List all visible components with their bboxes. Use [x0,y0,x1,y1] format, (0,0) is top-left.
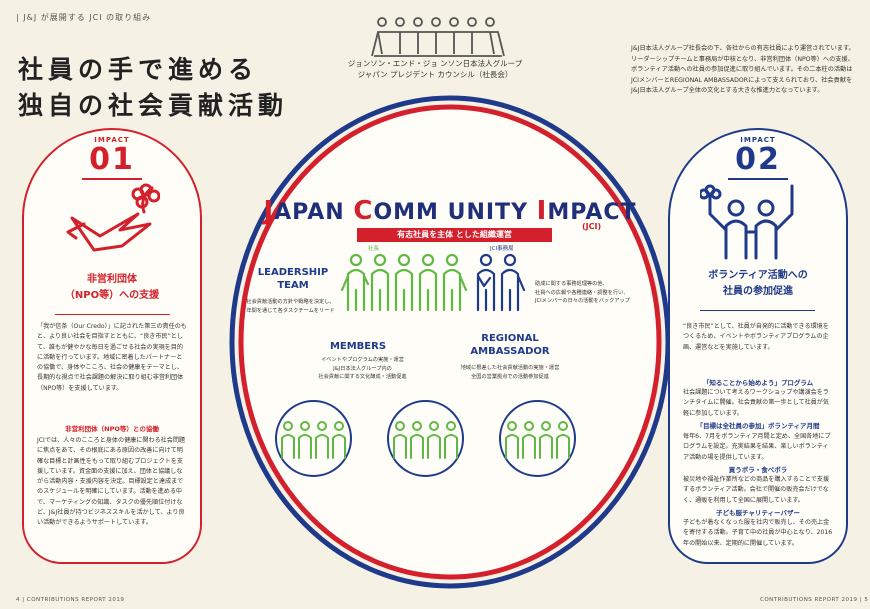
regional-title: REGIONAL AMBASSADOR [470,333,550,357]
impact1-subheading: 非営利団体（NPO等）との協働 [65,425,159,433]
regional-desc: 地域に根差した社会貢献活動の実施・運営 全国の営業拠点での活動参加促進 [460,365,560,380]
impact2-underline [728,178,788,180]
leadership-title: LEADERSHIP TEAM [257,267,329,291]
impact2-panel [668,128,848,564]
jci-circle [229,95,671,589]
group-people-icon-3 [505,421,570,459]
group-people-icon-1 [281,421,346,459]
president-label: 社長 [368,246,380,252]
impact1-number: 01 [89,142,135,177]
page-title-line1: 社員の手で進める [18,55,259,84]
impact2-s3-title: 買うボラ・食べボラ [728,466,788,474]
impact1-divider [55,314,170,315]
intro-text: J&J日本法人グループ社長会の下、各社からの有志社員により運営されています。リー… [631,45,855,94]
jci-title: JAPAN COMM UNITY IMPACT [263,196,637,226]
impact2-s3-body: 被災地や福祉作業所などの商品を購入することで支援するボランティア活動。会社で開催… [683,476,830,504]
members-title: MEMBERS [329,341,387,352]
members-desc: イベントやプログラムの実施・運営 J&J日本法人グループ内の 社会貢献に関する文… [318,357,407,380]
impact2-body: “良き市民”として、社員が自発的に活動できる環境をつくるため、イベントやボランテ… [683,323,829,351]
impact1-underline [82,178,142,180]
footer-right: CONTRIBUTIONS REPORT 2019 | 5 [760,597,869,603]
impact1-label: IMPACT [94,136,130,144]
jci-tagline: 有志社員を主体 とした組織運営 [357,228,552,242]
impact2-title: ボランティア活動への 社員の参加促進 [708,270,808,297]
impact2-s1-body: 社会課題について考えるワークショップや講演会をランチタイムに開催。社会貢献の第一… [683,389,829,417]
leadership-desc: 社会貢献活動の方針や戦略を決定し、 年間を通じて各タスクチームをリード [246,299,335,314]
impact2-divider [700,310,815,311]
council-name: ジョンソン・エンド・ジョ ンソン日本法人グループ ジャパン プレジデント カウン… [347,59,523,79]
members-group-circle-1 [275,400,352,477]
members-group-circle-2 [387,400,464,477]
council-people-icon [371,17,505,57]
group-people-icon-2 [393,421,458,459]
impact2-s4-body: 子どもが着なくなった服を社内で販売し、その売上金を寄付する活動。子育て中の社員が… [683,519,833,547]
jci-abbr: (JCI) [582,222,602,231]
impact2-s4-title: 子ども服チャリティーバザー [716,509,800,517]
leadership-people-icon [340,253,526,312]
volunteers-icon [700,184,794,260]
impact1-body: 「我が信条（Our Credo）」に記された第三の責任のもと、より良い社会を目指… [37,323,187,392]
page-title-line2: 独自の社会貢献活動 [18,91,289,120]
impact2-s1-title: 「知ることから始めよう」プログラム [702,379,814,387]
impact1-panel [22,128,202,564]
impact1-title: 非営利団体 （NPO等）への支援 [64,274,160,301]
dove-icon [66,183,160,252]
office-desc: 助成に関する事務処理等の他、 社員への広報や各種連絡・調整を行い、 JCIメンバ… [535,281,630,304]
impact2-s2-title: 「目標は全社員の参加」ボランティア月間 [696,422,820,430]
section-tag: | J&J が展開する JCI の取り組み [16,13,152,22]
office-label: JCI事務局 [490,246,514,252]
impact2-s2-body: 毎年6、7月をボランティア月間と定め、全国各地にプログラムを設定。充実結果を結果… [683,433,831,461]
impact1-body2: JCIでは、人々のこころと身体の健康に関わる社会問題に焦点をあて、その根底にある… [37,437,186,527]
regional-group-circle [499,400,576,477]
impact2-number: 02 [735,142,781,177]
footer-left: 4 | CONTRIBUTIONS REPORT 2019 [16,597,125,603]
impact2-label: IMPACT [740,136,776,144]
